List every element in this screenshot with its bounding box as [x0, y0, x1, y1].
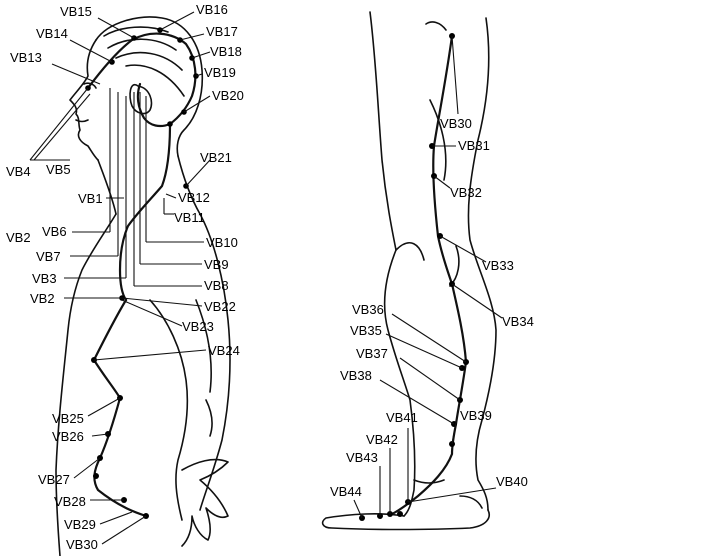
label-vb9: VB9: [204, 257, 229, 272]
face-profile: [69, 39, 99, 161]
label-vb1: VB1: [78, 191, 103, 206]
point-vb41-marker: [397, 511, 403, 517]
point-vb12-marker: [167, 121, 173, 127]
hair-outline: [95, 16, 204, 157]
label-vb30-left: VB30: [66, 537, 98, 552]
thigh-muscle: [425, 21, 447, 181]
torso-point-markers: [91, 357, 149, 519]
label-vb27: VB27: [38, 472, 70, 487]
arm-shading: [195, 299, 213, 437]
label-vb13: VB13: [10, 50, 42, 65]
label-vb37: VB37: [356, 346, 388, 361]
label-vb31: VB31: [458, 138, 490, 153]
torso-labels: VB22 VB23 VB24 VB25 VB26 VB27 VB28 VB29 …: [38, 299, 240, 552]
hand-outline: [181, 458, 229, 547]
label-vb24: VB24: [208, 343, 240, 358]
label-vb5: VB5: [46, 162, 71, 177]
label-vb29: VB29: [64, 517, 96, 532]
torso-leaders: [73, 397, 147, 545]
label-vb19: VB19: [204, 65, 236, 80]
label-vb34: VB34: [502, 314, 534, 329]
label-vb22: VB22: [204, 299, 236, 314]
label-vb40: VB40: [496, 474, 528, 489]
label-vb11: VB11: [174, 210, 205, 225]
label-vb18: VB18: [210, 44, 242, 59]
label-vb38: VB38: [340, 368, 372, 383]
hair-strands: [103, 26, 185, 97]
label-vb36: VB36: [352, 302, 384, 317]
label-vb2-upper: VB2: [6, 230, 31, 245]
label-vb17: VB17: [206, 24, 238, 39]
mouth-outline: [75, 119, 89, 123]
meridian-leg-path: [390, 34, 468, 516]
label-vb32: VB32: [450, 185, 482, 200]
head-labels: VB15 VB14 VB13 VB4 VB5 VB16 VB17 VB18 VB…: [6, 2, 244, 306]
label-vb30-right: VB30: [440, 116, 472, 131]
foot-outline: [321, 509, 490, 531]
neck-back: [177, 155, 201, 215]
label-vb33: VB33: [482, 258, 514, 273]
shoulder-outline: [199, 213, 231, 511]
left-leaders: [29, 11, 211, 361]
label-vb25: VB25: [52, 411, 84, 426]
label-vb23: VB23: [182, 319, 214, 334]
leg-leaders: [353, 35, 503, 519]
label-vb2-lower: VB2: [30, 291, 55, 306]
point-vb27b-marker: [93, 473, 99, 479]
label-vb39: VB39: [460, 408, 492, 423]
label-vb7: VB7: [36, 249, 61, 264]
label-vb12: VB12: [178, 190, 210, 205]
label-vb16: VB16: [196, 2, 228, 17]
label-vb43: VB43: [346, 450, 378, 465]
label-vb8: VB8: [204, 278, 229, 293]
label-vb41: VB41: [386, 410, 418, 425]
label-vb26: VB26: [52, 429, 84, 444]
label-vb15: VB15: [60, 4, 92, 19]
label-vb44: VB44: [330, 484, 362, 499]
label-vb14: VB14: [36, 26, 68, 41]
label-vb21: VB21: [200, 150, 232, 165]
label-vb4: VB4: [6, 164, 31, 179]
label-vb10: VB10: [206, 235, 238, 250]
leg-front-outline: [467, 17, 497, 511]
leg-labels: VB30 VB31 VB32 VB33 VB34 VB36 VB35 VB37 …: [330, 116, 534, 499]
label-vb28: VB28: [54, 494, 86, 509]
label-vb42: VB42: [366, 432, 398, 447]
label-vb20: VB20: [212, 88, 244, 103]
meridian-head-path: [86, 32, 197, 518]
neck-front: [97, 159, 117, 215]
label-vb3: VB3: [32, 271, 57, 286]
label-vb6: VB6: [42, 224, 67, 239]
label-vb35: VB35: [350, 323, 382, 338]
ankle-outline: [413, 479, 483, 509]
head-torso-figure: [55, 16, 231, 556]
arm-inner: [149, 299, 189, 521]
